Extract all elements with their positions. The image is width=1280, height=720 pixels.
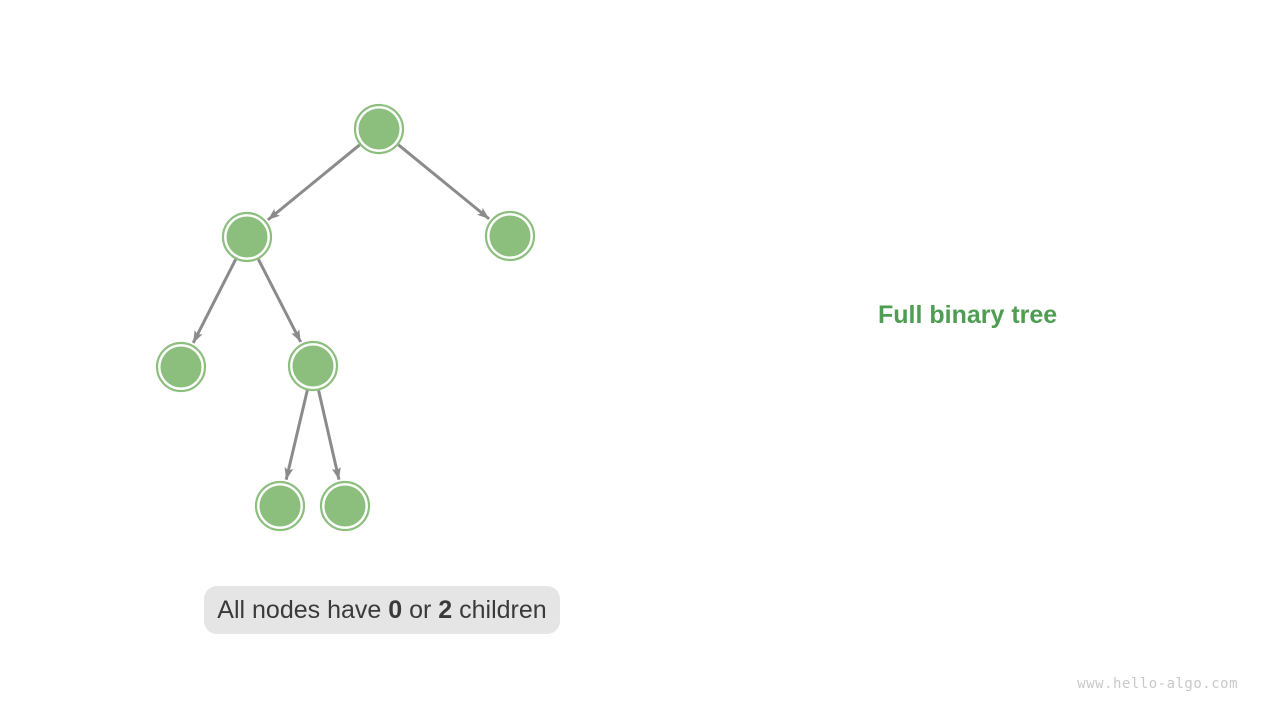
- tree-edge: [266, 143, 361, 222]
- tree-edge: [257, 258, 303, 343]
- tree-node: [287, 340, 339, 392]
- tree-edge: [397, 143, 491, 221]
- tree-node: [254, 480, 306, 532]
- caption-bold-two: 2: [438, 595, 453, 624]
- tree-edge: [284, 389, 309, 481]
- tree-edge: [317, 390, 341, 481]
- tree-node: [221, 211, 273, 263]
- tree-edge: [191, 258, 238, 344]
- tree-node: [353, 103, 405, 155]
- diagram-title: Full binary tree: [878, 301, 1058, 329]
- nodes-layer: [155, 103, 536, 532]
- edges-layer: [191, 143, 491, 481]
- watermark: www.hello-algo.com: [1077, 676, 1238, 692]
- caption-text: or: [402, 595, 439, 624]
- caption-box: All nodes have 0 or 2 children: [204, 586, 560, 634]
- tree-node: [319, 480, 371, 532]
- caption-bold-zero: 0: [388, 595, 403, 624]
- caption-text: children: [452, 595, 547, 624]
- tree-node: [155, 341, 207, 393]
- tree-node: [484, 210, 536, 262]
- caption-text: All nodes have: [217, 595, 389, 624]
